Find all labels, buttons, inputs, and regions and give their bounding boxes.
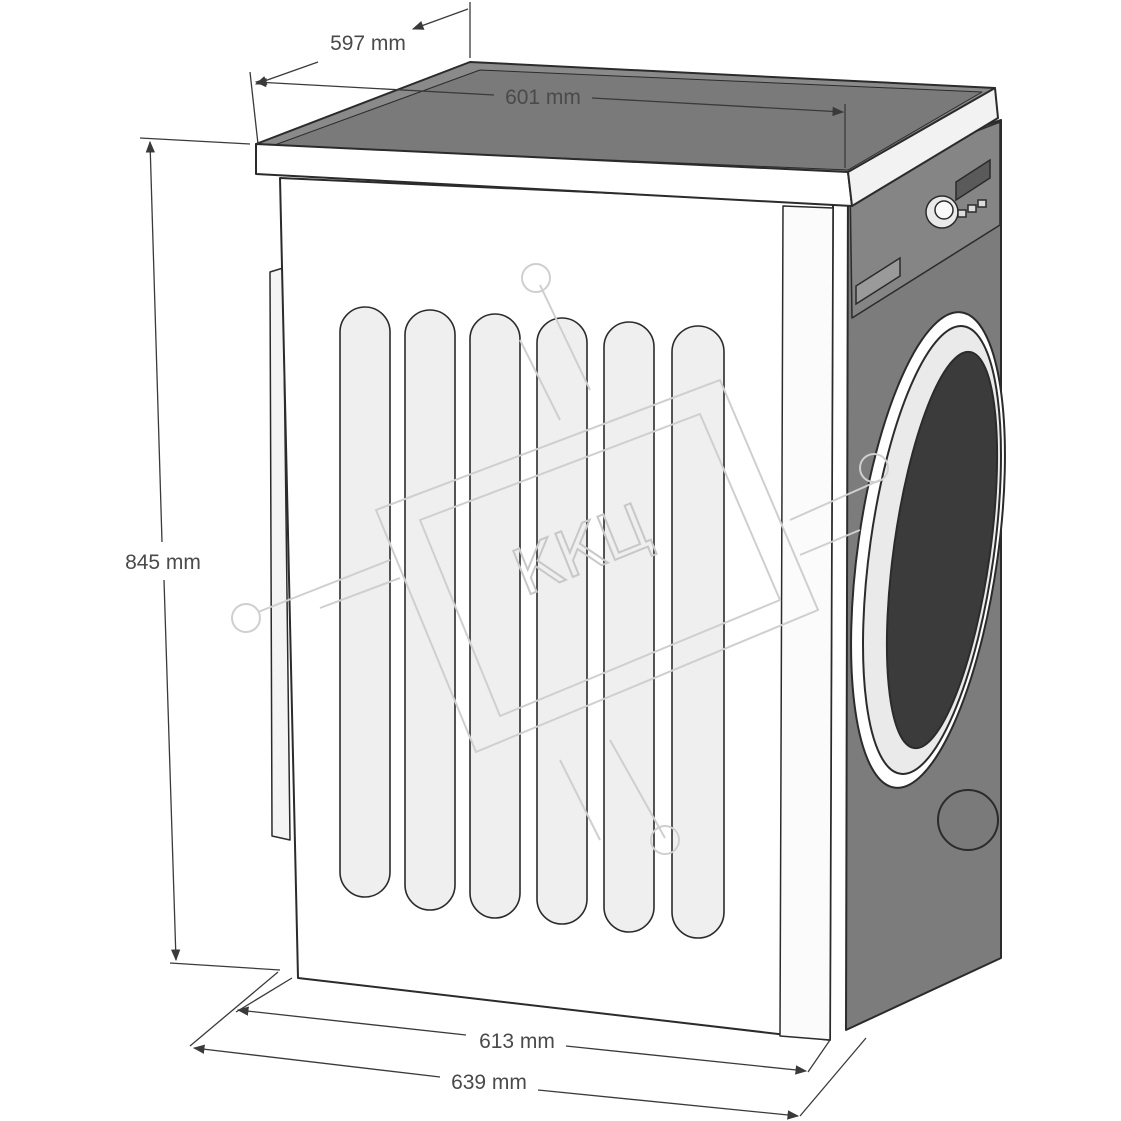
watermark-node (521, 263, 551, 293)
dimension-label-body-depth: 613 mm (479, 1030, 555, 1053)
dimension-arrow-613 (236, 1006, 467, 1036)
dimension-arrow-613 (565, 1045, 808, 1075)
dimension-label-top-width: 601 mm (505, 86, 581, 109)
dimension-arrow-597 (411, 8, 469, 30)
vent-slot (671, 325, 725, 939)
extension-line (235, 977, 293, 1013)
watermark-node (650, 825, 680, 855)
watermark-line (799, 529, 861, 556)
door-glass (885, 350, 999, 750)
dimension-label-top-depth: 597 mm (330, 32, 406, 55)
extension-line (139, 137, 251, 145)
detergent-drawer (855, 256, 901, 306)
vent-slot (339, 306, 391, 898)
watermark-line (519, 339, 561, 421)
dimension-arrow-639 (192, 1044, 441, 1078)
watermark-node (231, 603, 261, 633)
vent-slot (469, 313, 521, 919)
dimension-arrow-639 (537, 1089, 800, 1120)
watermark-inner-frame (418, 412, 782, 718)
program-knob-inner (934, 200, 954, 220)
door (850, 311, 1006, 851)
control-elements (855, 158, 991, 306)
dimension-arrow-845 (163, 579, 181, 962)
watermark-line (319, 577, 401, 609)
watermark-line (539, 284, 591, 391)
watermark-line (559, 759, 601, 841)
dimension-label-total-depth: 639 mm (451, 1071, 527, 1094)
dimension-arrow-601 (591, 97, 845, 117)
side-vents (339, 306, 725, 939)
watermark-line (609, 739, 666, 839)
top-right-edge (847, 87, 999, 207)
dimension-arrow-597 (254, 61, 319, 85)
extension-line (799, 1037, 867, 1117)
watermark-line (257, 559, 391, 613)
control-button (957, 209, 967, 218)
control-button (977, 199, 987, 208)
filter-hatch (937, 789, 999, 851)
extension-line (169, 962, 281, 971)
dimension-arrow-601 (254, 77, 495, 96)
watermark-line (789, 479, 881, 521)
extension-line (249, 71, 259, 145)
display-window (955, 158, 991, 202)
extension-line (807, 1039, 831, 1073)
extension-line (189, 971, 279, 1047)
watermark-node (859, 453, 889, 483)
watermark-outer-frame (374, 378, 820, 754)
control-button (967, 204, 977, 213)
dimension-lines (139, 2, 867, 1120)
dimension-arrow-845 (145, 140, 163, 543)
dimension-label-height: 845 mm (125, 551, 201, 574)
vent-slot (404, 309, 456, 911)
back-edge (269, 267, 291, 841)
vent-slot (536, 317, 588, 925)
vent-slot (603, 321, 655, 933)
dimension-labels: 597 mm 601 mm 845 mm 613 mm 639 mm (125, 32, 581, 1094)
